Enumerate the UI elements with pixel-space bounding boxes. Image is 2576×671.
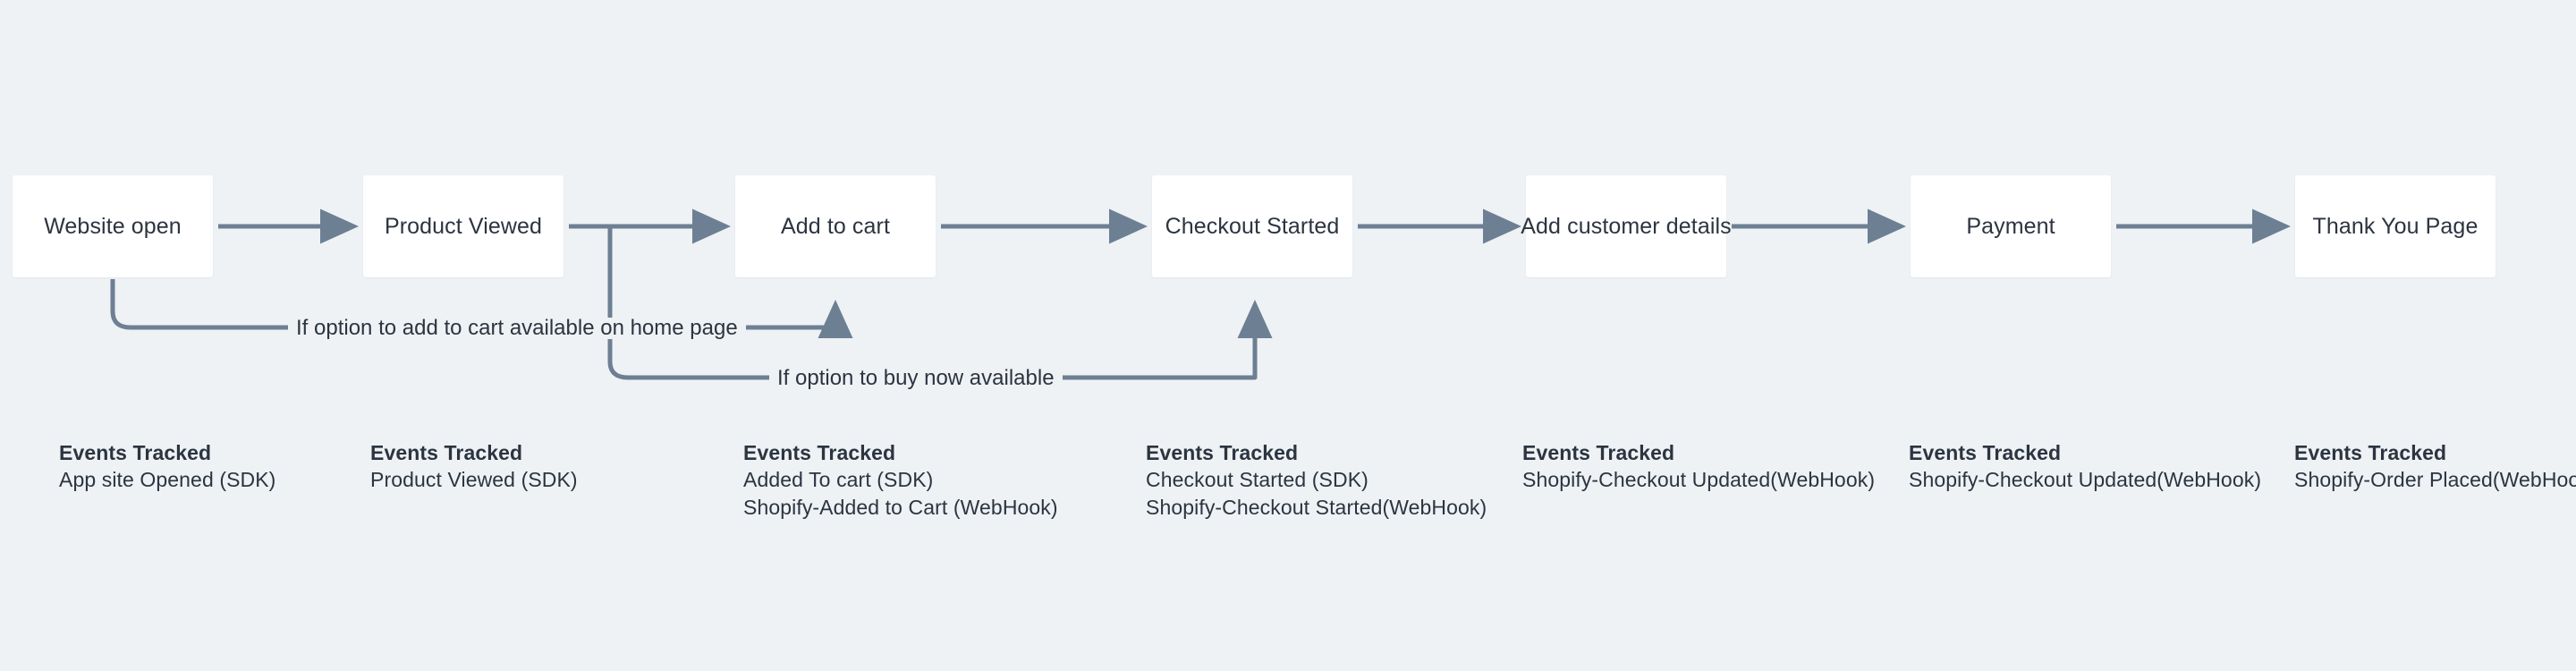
flow-node-add-to-cart[interactable]: Add to cart	[735, 175, 936, 277]
events-block-website-open: Events Tracked App site Opened (SDK)	[59, 440, 275, 494]
events-block-thank-you-page: Events Tracked Shopify-Order Placed(WebH…	[2294, 440, 2576, 494]
events-title: Events Tracked	[1146, 441, 1299, 464]
events-title: Events Tracked	[59, 441, 212, 464]
flow-node-label: Payment	[1966, 214, 2055, 239]
events-item: Checkout Started (SDK)	[1146, 468, 1368, 492]
flow-node-add-customer-details[interactable]: Add customer details	[1521, 175, 1732, 277]
events-block-payment: Events Tracked Shopify-Checkout Updated(…	[1909, 440, 2261, 494]
events-title: Events Tracked	[370, 441, 523, 464]
flow-node-label: Add to cart	[781, 214, 890, 239]
flow-node-product-viewed[interactable]: Product Viewed	[363, 175, 564, 277]
events-item: Added To cart (SDK)	[743, 468, 934, 492]
events-item: Product Viewed (SDK)	[370, 468, 578, 492]
events-item: Shopify-Checkout Updated(WebHook)	[1909, 468, 2262, 492]
flow-node-label: Add customer details	[1521, 214, 1732, 239]
events-title: Events Tracked	[1909, 441, 2062, 464]
flow-node-label: Thank You Page	[2312, 214, 2479, 239]
events-item: Shopify-Checkout Started(WebHook)	[1146, 495, 1487, 519]
events-item: Shopify-Checkout Updated(WebHook)	[1522, 468, 1876, 492]
flow-node-label: Product Viewed	[384, 214, 543, 239]
events-block-add-to-cart: Events Tracked Added To cart (SDK) Shopi…	[743, 440, 1058, 521]
flow-node-label: Checkout Started	[1165, 214, 1340, 239]
flow-node-checkout-started[interactable]: Checkout Started	[1152, 175, 1352, 277]
events-block-add-customer-details: Events Tracked Shopify-Checkout Updated(…	[1522, 440, 1875, 494]
events-item: App site Opened (SDK)	[59, 468, 276, 492]
events-title: Events Tracked	[743, 441, 896, 464]
events-item: Shopify-Added to Cart (WebHook)	[743, 495, 1058, 519]
events-title: Events Tracked	[2294, 441, 2447, 464]
events-item: Shopify-Order Placed(WebHook)	[2294, 468, 2576, 492]
events-block-product-viewed: Events Tracked Product Viewed (SDK)	[370, 440, 578, 494]
branch-label-buy-now: If option to buy now available	[769, 368, 1063, 389]
events-block-checkout-started: Events Tracked Checkout Started (SDK) Sh…	[1146, 440, 1487, 521]
branch-label-add-to-cart-from-home: If option to add to cart available on ho…	[288, 318, 746, 339]
events-title: Events Tracked	[1522, 441, 1675, 464]
flow-node-thank-you-page[interactable]: Thank You Page	[2295, 175, 2496, 277]
flow-node-label: Website open	[44, 214, 182, 239]
flow-node-payment[interactable]: Payment	[1911, 175, 2111, 277]
flow-node-website-open[interactable]: Website open	[13, 175, 213, 277]
